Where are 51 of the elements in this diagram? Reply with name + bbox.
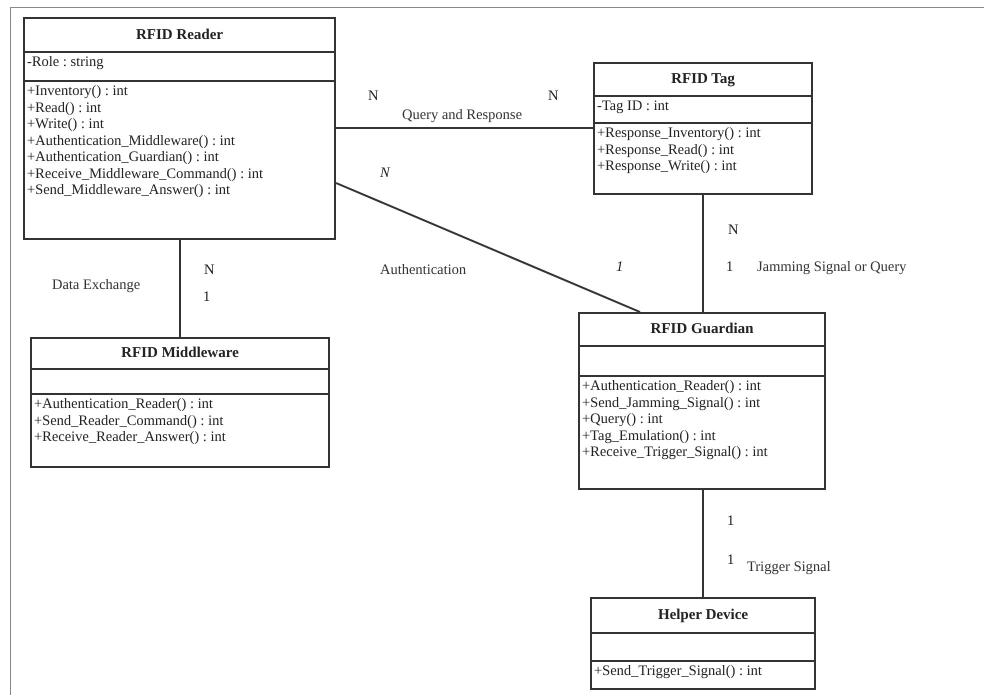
method-text: +Receive_Reader_Answer() : int: [34, 429, 227, 446]
class-name: RFID Tag: [671, 70, 735, 90]
multiplicity-label: N: [380, 164, 390, 183]
class-box: [590, 597, 816, 690]
method-text: +Inventory() : int: [27, 83, 129, 100]
class-box: [578, 312, 826, 490]
multiplicity-label: N: [368, 87, 378, 106]
method-text: +Read() : int: [27, 100, 102, 116]
class-name: Helper Device: [658, 606, 748, 626]
method-text: +Write() : int: [27, 116, 105, 132]
association-line: [702, 490, 704, 597]
method-text: +Authentication_Reader() : int: [582, 378, 762, 394]
association-line: [336, 127, 593, 129]
method-text: +Tag_Emulation() : int: [582, 428, 717, 444]
multiplicity-label: 1: [616, 258, 624, 277]
edge-label: Trigger Signal: [747, 558, 831, 577]
method-text: +Send_Reader_Command() : int: [34, 412, 224, 429]
method-text: +Response_Read() : int: [597, 142, 736, 158]
multiplicity-label: 1: [726, 258, 734, 277]
method-text: +Send_Jamming_Signal() : int: [582, 394, 762, 411]
method-text: +Receive_Trigger_Signal() : int: [582, 444, 769, 460]
method-text: +Send_Trigger_Signal() : int: [594, 663, 763, 680]
association-line: [336, 182, 640, 313]
method-text: +Authentication_Middleware() : int: [27, 132, 236, 149]
edge-label: Authentication: [380, 261, 466, 280]
multiplicity-label: N: [548, 87, 558, 106]
multiplicity-label: 1: [727, 551, 734, 570]
method-text: +Response_Write() : int: [597, 158, 738, 174]
multiplicity-label: N: [728, 221, 738, 240]
attribute-text: -Role : string: [27, 54, 105, 70]
association-line: [702, 195, 704, 312]
method-text: +Response_Inventory() : int: [597, 125, 762, 142]
class-box: [23, 17, 336, 240]
edge-label: Data Exchange: [52, 276, 140, 295]
class-box: [30, 337, 330, 468]
edge-label: Jamming Signal or Query: [757, 258, 906, 277]
multiplicity-label: 1: [727, 512, 734, 531]
method-text: +Authentication_Guardian() : int: [27, 149, 220, 166]
method-text: +Receive_Middleware_Command() : int: [27, 166, 264, 182]
method-text: +Authentication_Reader() : int: [34, 396, 214, 412]
attribute-text: -Tag ID : int: [597, 98, 670, 114]
class-name: RFID Reader: [136, 26, 224, 45]
class-name: RFID Middleware: [121, 344, 239, 364]
multiplicity-label: 1: [203, 288, 210, 307]
class-name: RFID Guardian: [650, 320, 754, 340]
class-box: [593, 62, 813, 195]
method-text: +Query() : int: [582, 411, 664, 428]
method-text: +Send_Middleware_Answer() : int: [27, 182, 232, 198]
edge-label: Query and Response: [402, 106, 522, 125]
multiplicity-label: N: [204, 261, 214, 280]
association-line: [179, 240, 181, 337]
